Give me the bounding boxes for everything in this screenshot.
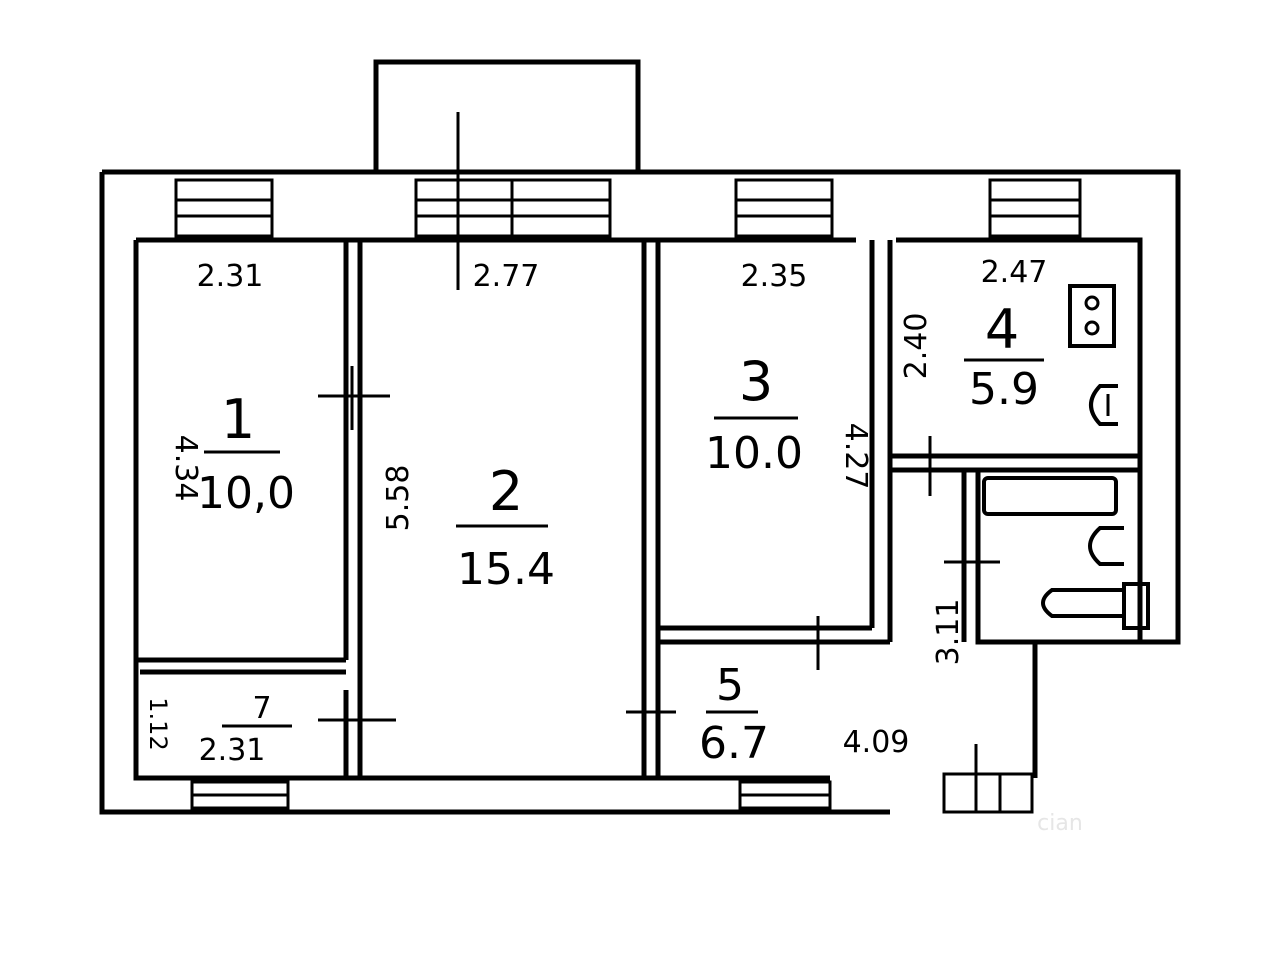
dim-room-7-height: 1.12: [144, 697, 172, 750]
window-room-3: [734, 178, 834, 238]
dim-room-3-height: 4.27: [838, 423, 873, 490]
stove-icon: [1068, 284, 1116, 348]
dim-bath-height: 3.11: [931, 599, 966, 666]
sink-icon: [1089, 384, 1118, 426]
outer-walls: [99, 169, 1181, 815]
dim-room-4-width: 2.47: [981, 255, 1048, 290]
window-room-4: [988, 178, 1082, 238]
windows: [174, 178, 1082, 814]
dim-room-2-width: 2.77: [473, 259, 540, 294]
partitions: [136, 240, 1140, 778]
entrance-door: [942, 744, 1034, 814]
dim-room-2-height: 5.58: [381, 465, 416, 532]
window-room-2: [414, 178, 612, 238]
window-bottom-left: [190, 780, 290, 810]
bathtub-icon: [982, 476, 1118, 516]
room-4-area: 5.9: [969, 364, 1039, 415]
washbasin-icon: [1088, 526, 1124, 566]
balcony: [373, 59, 641, 290]
room-5-area: 6.7: [699, 718, 769, 769]
room-labels: 1 10,0 2 15.4 3 10.0 4 5.9 5 6.7 7 2.31: [197, 298, 1044, 769]
fixtures: [982, 284, 1150, 630]
window-bottom-mid: [738, 780, 832, 810]
toilet-icon: [1041, 582, 1150, 630]
room-7-number: 7: [252, 691, 271, 726]
watermark: cian: [1037, 811, 1083, 836]
dim-hall-length: 4.09: [843, 725, 910, 760]
room-7-area: 2.31: [199, 733, 266, 768]
room-5-number: 5: [716, 660, 744, 711]
room-3-number: 3: [739, 350, 773, 413]
room-2-area: 15.4: [457, 544, 555, 595]
room-4-number: 4: [985, 298, 1019, 361]
window-room-1: [174, 178, 274, 238]
room-2-number: 2: [489, 460, 523, 523]
room-3-area: 10.0: [705, 428, 803, 479]
dim-room-1-width: 2.31: [197, 259, 264, 294]
dimension-labels: 2.31 2.77 2.35 2.47 4.34 5.58 4.27 2.40 …: [144, 255, 1047, 760]
room-1-area: 10,0: [197, 468, 295, 519]
room-1-number: 1: [221, 388, 255, 451]
dim-room-3-width: 2.35: [741, 259, 808, 294]
dim-room-4-height: 2.40: [899, 313, 934, 380]
dim-room-1-height: 4.34: [168, 435, 203, 502]
